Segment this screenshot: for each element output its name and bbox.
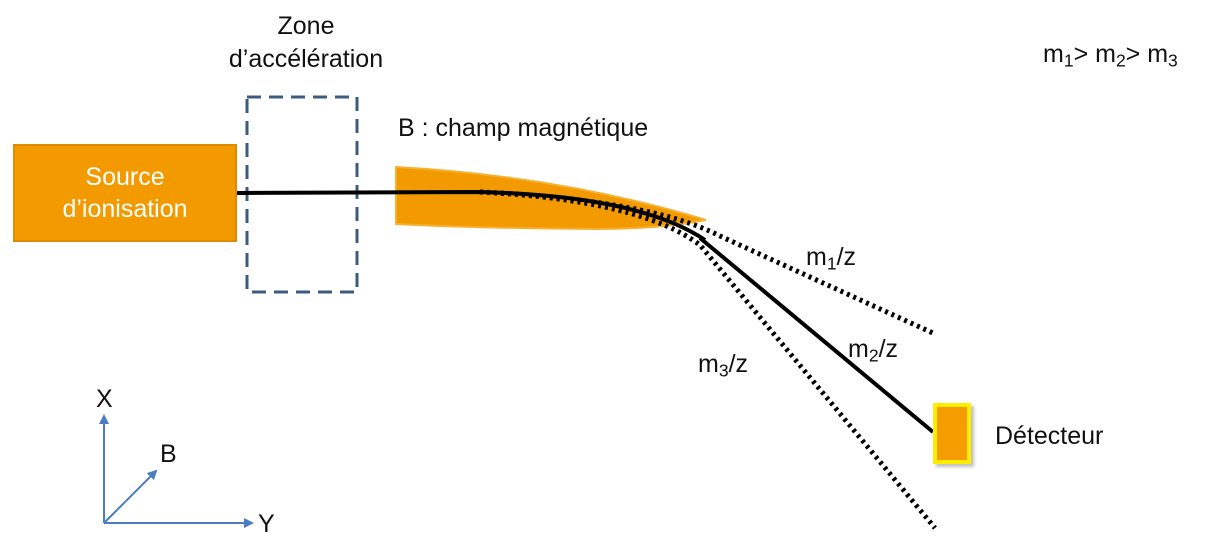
source-label-line2: d’ionisation <box>62 195 188 223</box>
trajectory-label-m1: m1/z <box>806 243 857 274</box>
detector-label: Détecteur <box>995 422 1104 450</box>
x-axis-label: X <box>96 385 113 413</box>
acceleration-zone-label-line2: d’accélération <box>228 44 384 73</box>
y-axis-label: Y <box>258 510 275 538</box>
trajectory-label-m3: m3/z <box>698 350 749 381</box>
b-axis-label: B <box>160 440 177 468</box>
magnetic-field-label: B : champ magnétique <box>398 114 649 142</box>
detector <box>933 403 971 464</box>
trajectory-m2 <box>698 236 935 434</box>
mass-relation: m1> m2> m3 <box>1043 40 1178 71</box>
trajectory-label-m2: m2/z <box>848 335 899 366</box>
acceleration-zone-label: Zone d’accélération <box>206 12 406 74</box>
acceleration-zone-label-line1: Zone <box>277 12 335 40</box>
trajectory-m3 <box>479 189 937 530</box>
b-axis-arrow <box>103 469 158 524</box>
source-label-line1: Source <box>85 162 165 191</box>
ionisation-source: Source d’ionisation <box>13 144 237 242</box>
